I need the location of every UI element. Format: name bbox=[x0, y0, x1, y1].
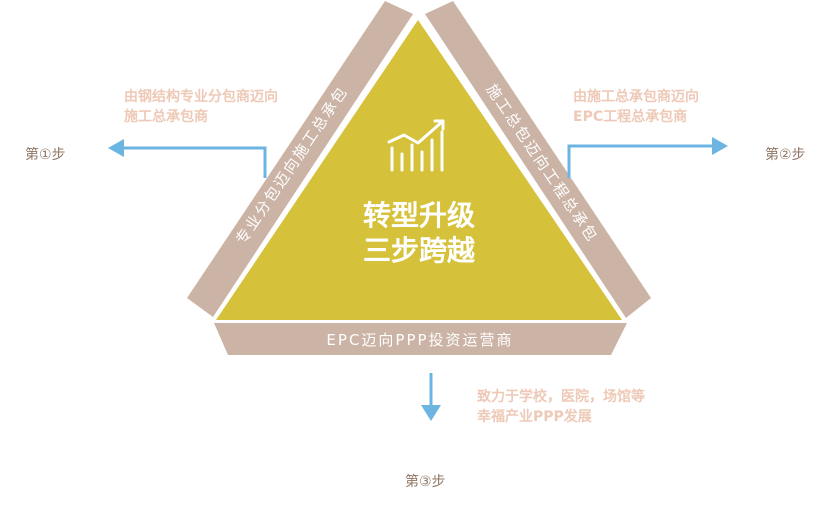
bottom-arrow bbox=[421, 373, 441, 421]
bottom-note-line2: 幸福产业PPP发展 bbox=[477, 408, 592, 425]
bottom-note-line1: 致力于学校，医院，场馆等 bbox=[477, 388, 645, 405]
center-triangle bbox=[216, 20, 622, 320]
left-note-line1: 由钢结构专业分包商迈向 bbox=[124, 88, 278, 105]
center-title-line1: 转型升级 bbox=[363, 199, 475, 232]
step-two-label: 第②步 bbox=[765, 146, 806, 163]
left-note-line2: 施工总承包商 bbox=[124, 108, 208, 125]
left-band bbox=[187, 1, 413, 317]
right-band bbox=[425, 1, 651, 318]
bottom-band-label: EPC迈向PPP投资运营商 bbox=[326, 331, 513, 349]
step-one-label: 第①步 bbox=[25, 146, 66, 163]
right-arrow bbox=[567, 137, 728, 178]
right-note-line2: EPC工程总承包商 bbox=[573, 108, 687, 125]
left-arrow bbox=[108, 139, 267, 178]
bottom-band bbox=[214, 323, 627, 355]
step-three-label: 第③步 bbox=[405, 473, 446, 490]
growth-chart-icon bbox=[387, 119, 445, 172]
center-title-line2: 三步跨越 bbox=[363, 234, 476, 267]
right-note-line1: 由施工总承包商迈向 bbox=[573, 88, 699, 105]
